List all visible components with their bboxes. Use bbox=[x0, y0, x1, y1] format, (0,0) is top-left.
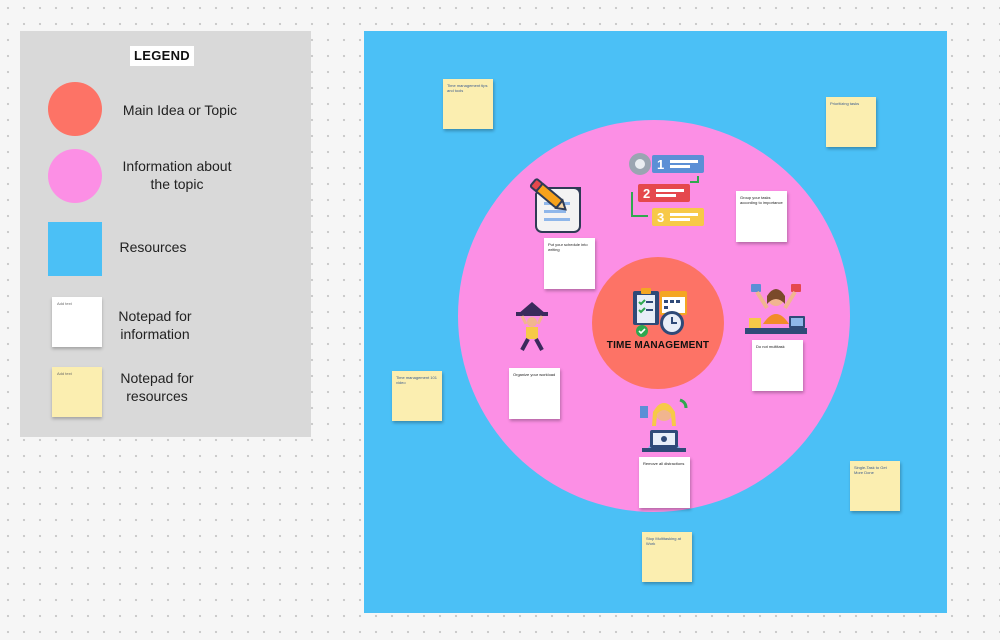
resource-note-stop-multitasking[interactable]: Stop Multitasking at Work bbox=[642, 532, 692, 582]
info-note-text: Do not multitask bbox=[756, 344, 785, 349]
information-swatch bbox=[48, 149, 102, 203]
numbered-priority-list-icon: 1 2 3 bbox=[629, 153, 704, 226]
main-idea-swatch bbox=[48, 82, 102, 136]
resource-note-text: Stop Multitasking at Work bbox=[646, 536, 681, 546]
multitasking-person-icon bbox=[745, 284, 807, 334]
info-note-workload[interactable]: Organize your workload bbox=[509, 368, 560, 419]
focused-worker-icon bbox=[640, 398, 688, 452]
main-topic-title: TIME MANAGEMENT bbox=[606, 340, 710, 351]
resource-note-text: Time management 101 video bbox=[396, 375, 437, 385]
legend-label-resource-notepad: Notepad for resources bbox=[82, 369, 232, 405]
legend-label-resource-notepad-line1: Notepad for bbox=[120, 370, 194, 386]
resource-note-single-task[interactable]: Single-Task to Get More Done bbox=[850, 461, 900, 511]
legend-label-information: Information about the topic bbox=[102, 157, 252, 193]
legend-label-information-line1: Information about bbox=[122, 158, 232, 174]
legend-label-resources-line: Resources bbox=[119, 239, 187, 255]
legend-label-resource-notepad-line2: resources bbox=[126, 388, 188, 404]
info-note-distractions[interactable]: Remove all distractions bbox=[639, 457, 690, 508]
svg-text:2: 2 bbox=[643, 186, 650, 201]
writing-schedule-icon bbox=[529, 178, 581, 233]
resource-note-prioritizing[interactable]: Prioritizing tasks bbox=[826, 97, 876, 147]
resource-notepad-swatch: Add text bbox=[52, 367, 102, 417]
info-note-multitask[interactable]: Do not multitask bbox=[752, 340, 803, 391]
svg-text:1: 1 bbox=[657, 157, 664, 172]
info-notepad-swatch: Add text bbox=[52, 297, 102, 347]
info-note-text: Organize your workload bbox=[513, 372, 556, 377]
info-note-group-tasks[interactable]: Group your tasks according to importance bbox=[736, 191, 787, 242]
legend-label-info-notepad: Notepad for information bbox=[80, 307, 230, 343]
legend-title: LEGEND bbox=[130, 46, 194, 66]
legend-label-main-idea: Main Idea or Topic bbox=[105, 101, 255, 119]
info-note-text: Group your tasks according to importance bbox=[740, 195, 783, 205]
calendar-clock-checklist-icon bbox=[633, 288, 687, 337]
info-note-schedule[interactable]: Put your schedule into writing bbox=[544, 238, 595, 289]
info-note-text: Put your schedule into writing bbox=[548, 242, 588, 252]
legend-label-info-notepad-line2: information bbox=[120, 326, 190, 342]
legend-label-info-notepad-line1: Notepad for bbox=[118, 308, 192, 324]
resource-note-tips[interactable]: Time management tips and tools bbox=[443, 79, 493, 129]
resource-note-text: Time management tips and tools bbox=[447, 83, 488, 93]
info-note-text: Remove all distractions bbox=[643, 461, 685, 466]
legend-label-resources: Resources bbox=[78, 238, 228, 256]
resource-note-text: Single-Task to Get More Done bbox=[854, 465, 887, 475]
resources-swatch bbox=[48, 222, 102, 276]
svg-text:3: 3 bbox=[657, 210, 664, 225]
legend-label-information-line2: the topic bbox=[150, 176, 204, 192]
weight-lifting-person-icon bbox=[516, 302, 548, 351]
resource-notepad-swatch-text: Add text bbox=[57, 371, 72, 376]
resource-note-text: Prioritizing tasks bbox=[830, 101, 860, 106]
resource-note-video[interactable]: Time management 101 video bbox=[392, 371, 442, 421]
info-notepad-swatch-text: Add text bbox=[57, 301, 72, 306]
legend-label-main-idea-line: Main Idea or Topic bbox=[122, 102, 238, 118]
